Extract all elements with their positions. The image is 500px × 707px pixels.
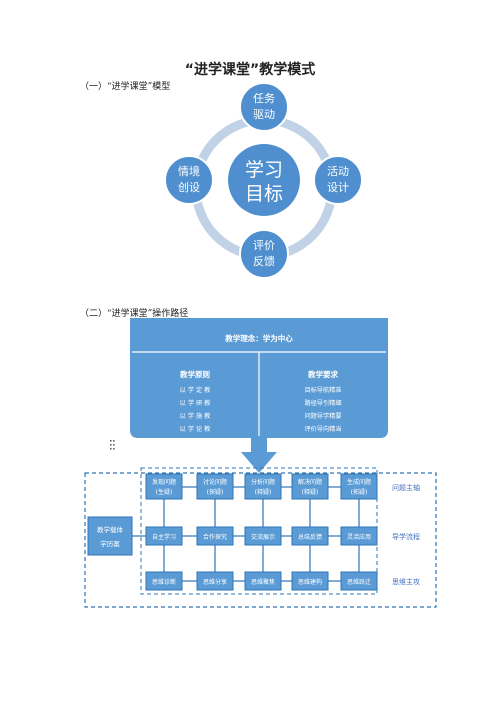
process-inner-frame xyxy=(140,467,378,595)
diagram-label: 驱动 xyxy=(253,108,275,121)
diagram-label: 思维跃迁 xyxy=(347,578,371,586)
node-evaluation-feedback xyxy=(239,229,289,279)
diagram-label: 活动 xyxy=(327,165,349,178)
carrier-box xyxy=(87,516,133,556)
requirements-title: 教学要求 xyxy=(307,369,338,379)
side-label-guided-flow: 导学流程 xyxy=(392,532,420,541)
diagram-label: 评价 xyxy=(253,239,275,252)
diagram-label: (拓疑) xyxy=(351,488,368,496)
diagram-label: 设计 xyxy=(327,181,349,194)
diagram-label: (生疑) xyxy=(156,488,173,496)
requirement-item: 评价导向精当 xyxy=(304,425,341,433)
center-node-learning-goal xyxy=(228,144,300,216)
process-frame xyxy=(84,472,437,608)
diagram-label: (释疑) xyxy=(302,488,319,496)
diagram-label: (探疑) xyxy=(207,488,224,496)
diagram-label: 灵活应用 xyxy=(347,533,371,541)
diagram-label: 思维建构 xyxy=(298,578,322,586)
diagram-label: 解决问题 xyxy=(298,478,322,486)
anchor-handle xyxy=(110,440,115,450)
diagram-label: 思维诊断 xyxy=(152,578,176,586)
diagram-label: 任务 xyxy=(253,92,275,105)
diagram-label: 合作探究 xyxy=(203,533,227,541)
side-label-problem-axis: 问题主轴 xyxy=(392,483,420,492)
diagram-label: 讨论问题 xyxy=(203,478,227,486)
document-title: “进学课堂”教学模式 xyxy=(184,62,316,78)
node-activity-design xyxy=(313,155,363,205)
down-arrow-icon xyxy=(241,438,277,473)
principle-item: 以 学 施 教 xyxy=(180,412,211,420)
center-text-line2: 目标 xyxy=(245,183,283,205)
node-situation-creation xyxy=(164,155,214,205)
requirement-item: 路径导引精细 xyxy=(304,399,341,407)
principle-item: 以 学 论 教 xyxy=(180,425,211,433)
section-1-heading: （一）“进学课堂”模型 xyxy=(80,82,171,92)
row-problem-axis: 发现问题 (生疑) 讨论问题 (探疑) 分析问题 (释疑) 解决问题 (释疑) … xyxy=(145,473,378,500)
diagram-label: 创设 xyxy=(178,181,200,194)
concept-text: 教学理念：学为中心 xyxy=(224,333,293,343)
requirement-item: 目标导航精准 xyxy=(304,386,341,394)
row-guided-flow: 自主学习 合作探究 交流展示 总结反馈 灵活应用 xyxy=(145,526,378,546)
side-label-thinking-focus: 思维主攻 xyxy=(392,577,420,586)
section-2-heading: （二）“进学课堂”操作路径 xyxy=(80,309,189,319)
principles-title: 教学原则 xyxy=(179,369,210,379)
diagram-label: 思维分享 xyxy=(203,578,227,586)
diagram-label: 教学载体 xyxy=(97,525,124,534)
diagram-label: 自主学习 xyxy=(152,533,176,541)
diagram-label: 总结反馈 xyxy=(298,533,322,541)
principle-item: 以 学 定 教 xyxy=(180,386,211,394)
row-thinking-focus: 思维诊断 思维分享 思维聚焦 思维建构 思维跃迁 xyxy=(145,571,378,591)
diagram-label: 发现问题 xyxy=(152,478,176,486)
model-diagram: 学习 目标 任务 驱动 活动 设计 评价 反馈 情境 创设 xyxy=(164,82,363,279)
principle-item: 以 学 研 教 xyxy=(180,399,211,407)
diagram-label: 交流展示 xyxy=(251,533,275,541)
diagram-label: 分析问题 xyxy=(251,478,275,486)
connectors xyxy=(132,486,360,582)
operation-path-diagram: 教学理念：学为中心 教学原则 以 学 定 教 以 学 研 教 以 学 施 教 以… xyxy=(84,318,437,608)
node-task-driven xyxy=(239,82,289,132)
diagram-label: 学历案 xyxy=(100,539,120,548)
center-text-line1: 学习 xyxy=(245,159,283,181)
diagram-label: 思维聚焦 xyxy=(251,578,275,586)
diagram-label: 反馈 xyxy=(253,255,275,268)
diagram-label: 生成问题 xyxy=(347,478,371,486)
diagram-label: 情境 xyxy=(178,164,200,178)
diagram-label: (释疑) xyxy=(255,488,272,496)
requirement-item: 问题导学精要 xyxy=(304,412,341,420)
